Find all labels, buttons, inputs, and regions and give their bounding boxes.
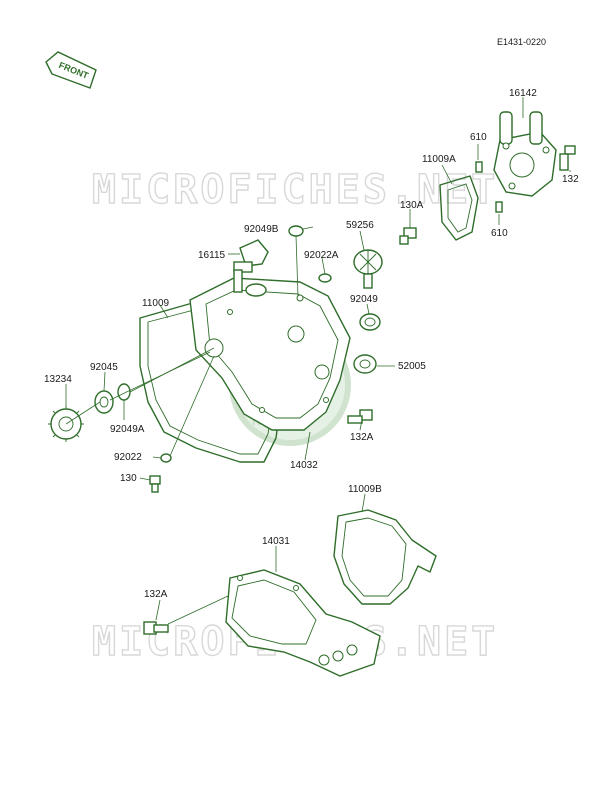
water-pump-cover — [493, 111, 557, 197]
label-16115: 16115 — [198, 250, 226, 261]
label-610-upper: 610 — [470, 132, 487, 143]
label-92022a: 92022A — [304, 250, 339, 261]
label-92022: 92022 — [114, 452, 142, 463]
watermark-top: MICROFICHES.NET — [92, 167, 498, 213]
leader-lines — [65, 97, 571, 625]
o-ring-92022 — [160, 453, 172, 463]
bolt-130a — [399, 227, 417, 245]
gasket-11009a — [439, 175, 479, 241]
label-14031: 14031 — [262, 536, 290, 547]
label-11009: 11009 — [142, 298, 170, 309]
oil-seal-92049b — [288, 225, 304, 237]
label-92049b: 92049B — [244, 224, 279, 235]
impeller — [353, 249, 383, 289]
front-arrow-icon: FRONT — [45, 51, 97, 89]
label-59256: 59256 — [346, 220, 374, 231]
label-13234: 13234 — [44, 374, 72, 385]
gasket-11009b — [333, 509, 437, 605]
label-132a-lower: 132A — [144, 589, 168, 600]
dowel-pin-upper — [475, 161, 483, 173]
o-ring-92022a — [318, 273, 332, 283]
crankcase-cover — [189, 269, 351, 431]
bearing-92045 — [94, 390, 114, 414]
label-16142: 16142 — [509, 88, 537, 99]
label-92049a: 92049A — [110, 424, 145, 435]
label-132a-upper: 132A — [350, 432, 374, 443]
label-11009a: 11009A — [422, 154, 456, 165]
label-610-lower: 610 — [491, 228, 508, 239]
clutch-cover — [225, 569, 381, 677]
bolt-132 — [559, 145, 576, 171]
oil-filler-cap — [233, 239, 269, 273]
bolt-130 — [149, 475, 161, 493]
label-52005: 52005 — [398, 361, 426, 372]
label-130: 130 — [120, 473, 137, 484]
label-92049: 92049 — [350, 294, 378, 305]
label-132: 132 — [562, 174, 579, 185]
label-92045: 92045 — [90, 362, 118, 373]
bolt-132a-upper — [347, 409, 373, 424]
bearing-52005 — [353, 354, 377, 374]
label-130a: 130A — [400, 200, 424, 211]
bolt-132a-lower — [143, 621, 169, 635]
label-14032: 14032 — [290, 460, 318, 471]
oil-seal-92049a — [117, 383, 131, 401]
label-11009b: 11009B — [348, 484, 382, 495]
diagram-code: E1431-0220 — [497, 37, 546, 47]
oil-seal-92049 — [359, 313, 381, 331]
dowel-pin-lower — [495, 201, 503, 213]
